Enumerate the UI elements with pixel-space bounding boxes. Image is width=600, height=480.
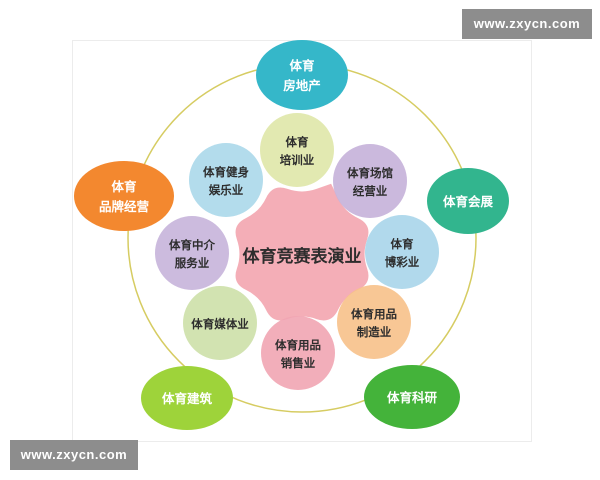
outer-node-research: 体育科研 xyxy=(364,365,460,429)
inner-node-circle xyxy=(260,113,334,187)
inner-node-label: 娱乐业 xyxy=(209,183,244,197)
inner-node-circle xyxy=(261,316,335,390)
outer-node-ellipse xyxy=(256,40,348,110)
inner-node-circle xyxy=(333,144,407,218)
inner-node-circle xyxy=(189,143,263,217)
inner-node-circle xyxy=(155,216,229,290)
center-label: 体育竞赛表演业 xyxy=(243,246,362,267)
outer-node-ellipse xyxy=(141,366,233,430)
inner-node-label: 体育媒体业 xyxy=(191,317,249,331)
outer-node-label: 房地产 xyxy=(283,78,321,93)
outer-node-ellipse xyxy=(74,161,174,231)
inner-node-label: 服务业 xyxy=(175,256,210,270)
outer-node-exhibition: 体育会展 xyxy=(427,168,509,234)
inner-node-media: 体育媒体业 xyxy=(183,286,257,360)
inner-node-label: 体育中介 xyxy=(169,238,215,252)
outer-node-label: 体育建筑 xyxy=(162,391,213,406)
outer-node-label: 体育 xyxy=(289,58,315,73)
outer-node-ellipse xyxy=(427,168,509,234)
inner-node-label: 培训业 xyxy=(280,153,315,167)
inner-node-label: 博彩业 xyxy=(385,255,420,269)
inner-node-circle xyxy=(337,285,411,359)
center-star xyxy=(235,183,369,321)
inner-node-label: 体育 xyxy=(391,237,414,251)
inner-node-circle xyxy=(365,215,439,289)
outer-node-label: 品牌经营 xyxy=(99,199,150,214)
inner-node-label: 体育用品 xyxy=(275,338,321,352)
inner-node-label: 体育场馆 xyxy=(347,166,393,180)
inner-node-circle xyxy=(183,286,257,360)
outer-node-label: 体育会展 xyxy=(443,194,494,209)
outer-node-label: 体育科研 xyxy=(387,390,438,405)
outer-node-construction: 体育建筑 xyxy=(141,366,233,430)
watermark-bottom: www.zxycn.com xyxy=(10,440,138,470)
inner-node-label: 制造业 xyxy=(357,325,392,339)
inner-node-label: 销售业 xyxy=(281,356,316,370)
outer-node-label: 体育 xyxy=(111,179,137,194)
watermark-top: www.zxycn.com xyxy=(462,9,592,39)
inner-node-label: 体育用品 xyxy=(351,307,397,321)
outer-node-ellipse xyxy=(364,365,460,429)
center-star-shape xyxy=(235,183,369,321)
inner-node-label: 体育健身 xyxy=(203,165,249,179)
inner-node-label: 经营业 xyxy=(353,184,388,198)
inner-node-label: 体育 xyxy=(286,135,309,149)
